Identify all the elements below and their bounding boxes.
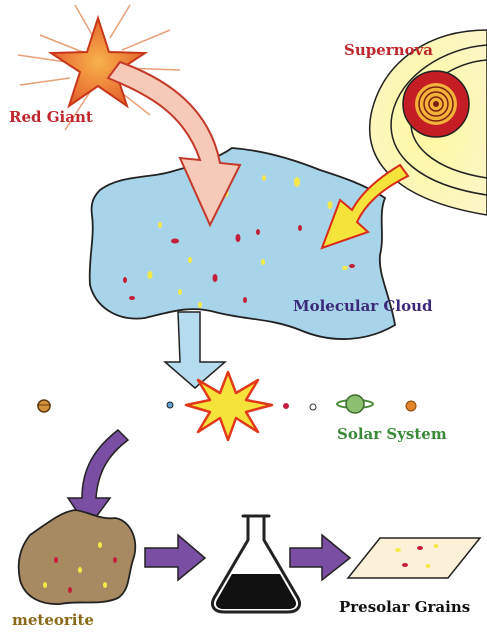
planet-icon	[310, 404, 316, 410]
flask-to-slide-arrow	[290, 535, 350, 580]
cloud-to-solar-arrow	[165, 312, 225, 388]
molecular-cloud-label: Molecular Cloud	[293, 299, 432, 314]
meteorite-to-flask-arrow	[145, 535, 205, 580]
meteorite-icon	[19, 510, 136, 604]
red-giant-label: Red Giant	[9, 110, 93, 125]
supernova-label: Supernova	[344, 43, 433, 58]
grain-slide-icon	[348, 538, 480, 578]
planet-icon	[406, 401, 416, 411]
planet-icon	[283, 403, 289, 409]
red-giant-star-icon	[51, 18, 145, 106]
presolar-grains-label: Presolar Grains	[339, 600, 470, 615]
solar-system-label: Solar System	[337, 427, 447, 442]
sun-burst-icon	[186, 372, 272, 440]
planet-icon	[38, 400, 50, 412]
meteorite-label: meteorite	[12, 613, 94, 628]
flask-icon	[212, 516, 299, 612]
planet-icon	[167, 402, 173, 408]
